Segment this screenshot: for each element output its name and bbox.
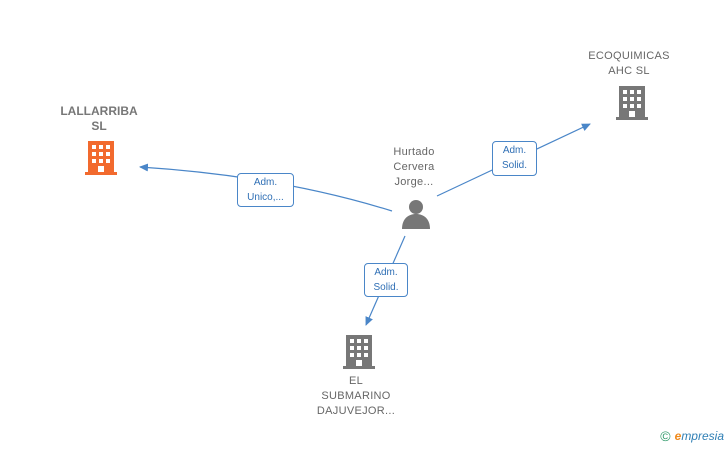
building-icon[interactable]: [343, 335, 375, 369]
company-name-line: SUBMARINO: [321, 390, 391, 402]
edge-role-line: Adm.: [374, 267, 398, 278]
person-icon[interactable]: [402, 200, 430, 229]
company-label-submarino[interactable]: EL SUBMARINO DAJUVEJOR...: [301, 374, 411, 419]
edge-role-box-ecoquimicas[interactable]: Adm. Solid.: [492, 141, 537, 176]
person-name-line: Jorge...: [394, 176, 434, 188]
brand-logo-text: mpresia: [681, 429, 724, 443]
company-name-line: LALLARRIBA: [60, 104, 138, 118]
edge-role-line: Unico,...: [247, 192, 284, 203]
company-name-line: AHC SL: [608, 65, 650, 77]
copyright-symbol: ©: [660, 428, 671, 444]
edge-role-line: Solid.: [373, 282, 399, 293]
company-label-ecoquimicas[interactable]: ECOQUIMICAS AHC SL: [574, 49, 684, 79]
company-name-line: DAJUVEJOR...: [316, 405, 396, 417]
edge-role-box-submarino[interactable]: Adm. Solid.: [364, 263, 408, 297]
company-name-line: ECOQUIMICAS: [588, 50, 670, 62]
edge-role-line: Adm.: [502, 145, 527, 156]
building-icon[interactable]: [85, 141, 117, 175]
person-label[interactable]: Hurtado Cervera Jorge...: [364, 145, 464, 190]
brand-logo[interactable]: empresia: [675, 429, 724, 443]
person-name-line: Hurtado: [393, 146, 435, 158]
person-name-line: Cervera: [393, 161, 435, 173]
company-name-line: EL: [348, 375, 364, 387]
brand-logo-initial: e: [674, 429, 682, 443]
brand-footer: © empresia: [660, 428, 724, 444]
edge-role-line: Adm.: [253, 177, 278, 188]
company-label-lallarriba[interactable]: LALLARRIBA SL: [44, 104, 154, 134]
company-name-line: SL: [91, 119, 107, 133]
edge-role-line: Solid.: [501, 160, 527, 171]
edge-role-box-lallarriba[interactable]: Adm. Unico,...: [237, 173, 294, 207]
building-icon[interactable]: [616, 86, 648, 120]
